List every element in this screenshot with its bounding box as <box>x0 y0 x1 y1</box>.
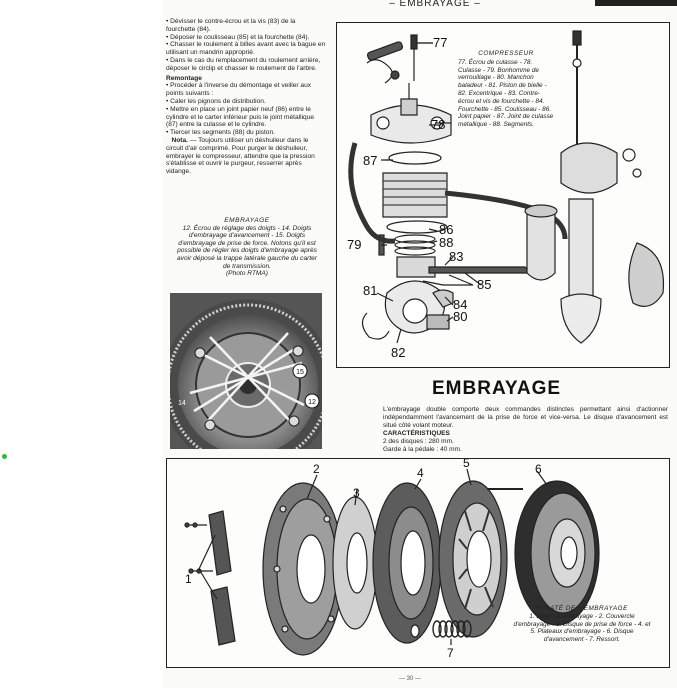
note-label: Nota. <box>171 136 188 144</box>
characteristic-line: 2 des disques : 280 mm. <box>383 438 454 446</box>
page-number: — 30 — <box>398 676 421 682</box>
exploded-callout-2: 2 <box>313 462 320 476</box>
section-title: EMBRAYAGE <box>432 378 562 399</box>
compressor-diagram-box: 77 78 87 86 88 79 83 85 81 84 80 82 <box>336 22 670 368</box>
clutch-photo: 15 12 14 <box>170 293 322 449</box>
procedure-line: • Caler les pignons de distribution. <box>166 97 266 105</box>
exploded-legend-text: 1. Doigts d'embrayage - 2. Couvercle d'e… <box>513 612 651 644</box>
photo-credit: (Photo RTMA) <box>225 270 269 278</box>
intro-text: L'embrayage double comporte deux command… <box>383 406 668 429</box>
header-tab-mark <box>595 0 677 6</box>
green-dot-marker <box>2 454 7 459</box>
compressor-legend-text: 77. Écrou de culasse - 78. Culasse - 79.… <box>458 58 554 129</box>
clutch-photo-image: 15 12 14 <box>170 293 322 449</box>
procedure-line: • Mettre en place un joint papier neuf (… <box>166 105 315 129</box>
callout-84: 84 <box>453 297 467 312</box>
procedure-line: • Dévisser le contre-écrou et la vis (83… <box>166 18 296 33</box>
callout-87: 87 <box>363 153 377 168</box>
callout-80: 80 <box>453 309 467 324</box>
exploded-callout-6: 6 <box>535 462 542 476</box>
page-header-title: – EMBRAYAGE – <box>389 0 481 9</box>
callout-86: 86 <box>439 222 453 237</box>
exploded-callout-1: 1 <box>185 572 192 586</box>
exploded-callout-4: 4 <box>417 466 424 480</box>
procedure-line: • Dans le cas du remplacement du rouleme… <box>166 56 321 72</box>
callout-78: 78 <box>431 117 445 132</box>
callout-82: 82 <box>391 345 405 360</box>
photo-label-12: 12 <box>308 399 316 406</box>
left-text-column: • Dévisser le contre-écrou et la vis (83… <box>166 18 326 176</box>
compressor-exploded-diagram: 77 78 87 86 88 79 83 85 81 84 80 82 <box>347 30 665 360</box>
photo-label-15: 15 <box>296 369 304 376</box>
photo-caption: EMBRAYAGE 12. Écrou de réglage des doigt… <box>176 217 318 278</box>
note-text: — Toujours utiliser un déshuileur dans l… <box>166 136 315 176</box>
characteristics-title: CARACTÉRISTIQUES <box>383 430 450 438</box>
procedure-line: • Procéder à l'inverse du démontage et v… <box>166 82 312 98</box>
callout-77: 77 <box>433 35 447 50</box>
callout-83: 83 <box>449 249 463 264</box>
clutch-exploded-box: 1 2 3 4 5 6 7 <box>166 458 670 668</box>
callout-81: 81 <box>363 283 377 298</box>
photo-label-14: 14 <box>178 400 186 407</box>
procedure-line: • Chasser le roulement à billes avant av… <box>166 41 326 57</box>
photo-caption-text: 12. Écrou de réglage des doigts - 14. Do… <box>176 224 318 270</box>
section-intro: L'embrayage double comporte deux command… <box>383 406 668 454</box>
exploded-callout-7: 7 <box>447 646 454 660</box>
exploded-callout-5: 5 <box>463 459 470 470</box>
exploded-callout-3: 3 <box>353 486 360 500</box>
exploded-legend: ÉCLATÉ DE L'EMBRAYAGE 1. Doigts d'embray… <box>512 605 652 644</box>
compressor-legend: COMPRESSEUR 77. Écrou de culasse - 78. C… <box>458 50 554 129</box>
callout-88: 88 <box>439 235 453 250</box>
clutch-exploded-diagram: 1 2 3 4 5 6 7 <box>184 459 600 660</box>
callout-85: 85 <box>477 277 491 292</box>
note-paragraph: Nota. — Toujours utiliser un déshuileur … <box>166 137 326 176</box>
characteristic-line: Garde à la pédale : 40 mm. <box>383 445 462 453</box>
remontage-heading: Remontage <box>166 74 202 82</box>
procedure-line: • Déposer le coulisseau (85) et la fourc… <box>166 33 310 41</box>
exploded-legend-title: ÉCLATÉ DE L'EMBRAYAGE <box>536 605 628 612</box>
photo-caption-title: EMBRAYAGE <box>224 217 270 224</box>
procedure-line: • Tiercer les segments (88) du piston. <box>166 129 275 137</box>
callout-79: 79 <box>347 237 361 252</box>
compressor-legend-title: COMPRESSEUR <box>478 50 534 57</box>
